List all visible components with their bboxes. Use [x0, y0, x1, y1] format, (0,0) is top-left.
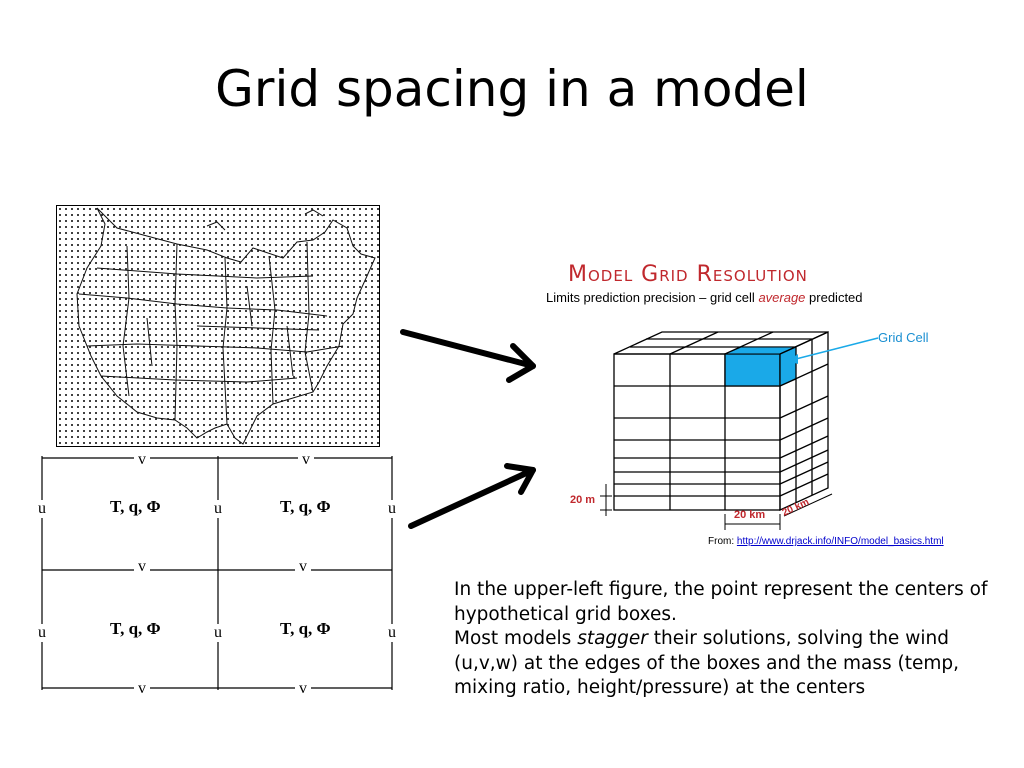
v-point-label: v [298, 451, 314, 469]
arrow-right-icon [400, 329, 536, 383]
grid-point-map [56, 205, 380, 447]
v-point-label: v [134, 451, 150, 469]
grid-cell-pointer [791, 337, 879, 361]
u-point-label: u [210, 500, 226, 518]
v-point-label: v [295, 558, 311, 576]
source-prefix: From: [708, 536, 737, 547]
subtitle-emphasis: average [758, 290, 806, 305]
cube-front-face [613, 353, 781, 511]
mass-point-label: T, q, Φ [280, 497, 331, 516]
height-label: 20 m [570, 494, 595, 506]
description-line: Most models stagger their solutions, sol… [454, 627, 1018, 701]
source-link[interactable]: http://www.drjack.info/INFO/model_basics… [736, 536, 944, 547]
grid-cube-diagram: Grid Cell 20 m 20 km 20 km [570, 330, 929, 530]
depth-dimension [783, 493, 833, 517]
staggered-grid-lines [41, 456, 393, 690]
mass-point-label: T, q, Φ [110, 497, 161, 516]
mass-point-label: T, q, Φ [110, 619, 161, 638]
mass-point-label: T, q, Φ [280, 619, 331, 638]
grid-cell-label: Grid Cell [878, 330, 929, 345]
u-point-label: u [34, 500, 50, 518]
subtitle-text: Limits prediction precision – grid cell [546, 290, 759, 305]
description-text-part: Most models [454, 628, 578, 649]
v-point-label: v [295, 680, 311, 698]
v-point-label: v [134, 680, 150, 698]
u-point-label: u [384, 624, 400, 642]
grid-cell-highlight [724, 353, 781, 387]
cube-side-face [779, 330, 829, 512]
subtitle-text: predicted [805, 290, 863, 305]
us-map-outline [76, 207, 376, 445]
v-point-label: v [134, 558, 150, 576]
model-grid-subtitle: Limits prediction precision – grid cell … [546, 290, 863, 305]
height-dimension [600, 484, 612, 516]
pointer-arrowhead-icon [788, 354, 798, 364]
width-label: 20 km [734, 509, 765, 521]
u-point-label: u [384, 500, 400, 518]
staggered-grid-diagram: v v v v v v u u u u u u T, q, Φ T, q, Φ … [20, 450, 420, 700]
arrow-up-right-icon [408, 463, 536, 529]
description-text-part: their solutions, solving the wind (u,v,w… [454, 628, 960, 698]
width-dimension [724, 514, 781, 530]
description-emphasis: stagger [577, 628, 648, 649]
slide-title: Grid spacing in a model [215, 60, 809, 118]
u-point-label: u [34, 624, 50, 642]
description-text: In the upper-left figure, the point repr… [454, 578, 1018, 701]
u-point-label: u [210, 624, 226, 642]
source-citation: From: http://www.drjack.info/INFO/model_… [708, 536, 944, 547]
model-grid-title: Model Grid Resolution [568, 262, 808, 287]
arrows [400, 329, 536, 529]
description-line: In the upper-left figure, the point repr… [454, 579, 988, 625]
